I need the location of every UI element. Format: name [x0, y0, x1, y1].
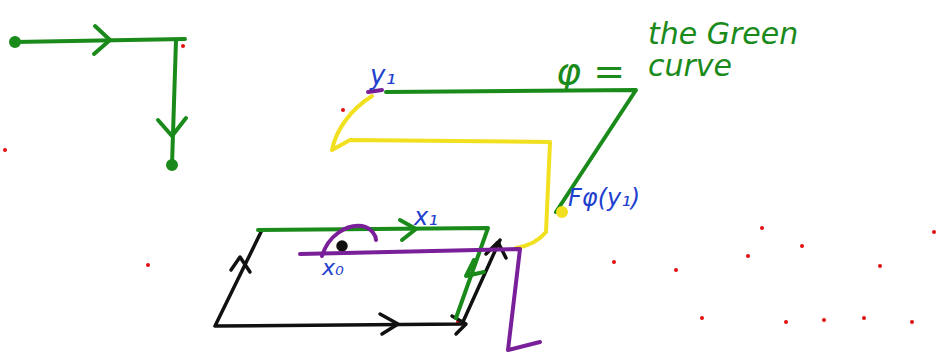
purple-path [300, 90, 540, 350]
example-path [11, 26, 186, 169]
point-label: x₀ [322, 256, 344, 279]
curve-note: the Green curve [648, 18, 818, 81]
point-label: y₁ [370, 62, 396, 89]
lifted-path [332, 96, 566, 248]
curve-symbol: φ = [556, 52, 625, 92]
black-square [215, 230, 506, 334]
point-label: Fφ(y₁) [568, 186, 640, 211]
grid-dots [3, 44, 936, 324]
point-label: x₁ [414, 205, 438, 230]
